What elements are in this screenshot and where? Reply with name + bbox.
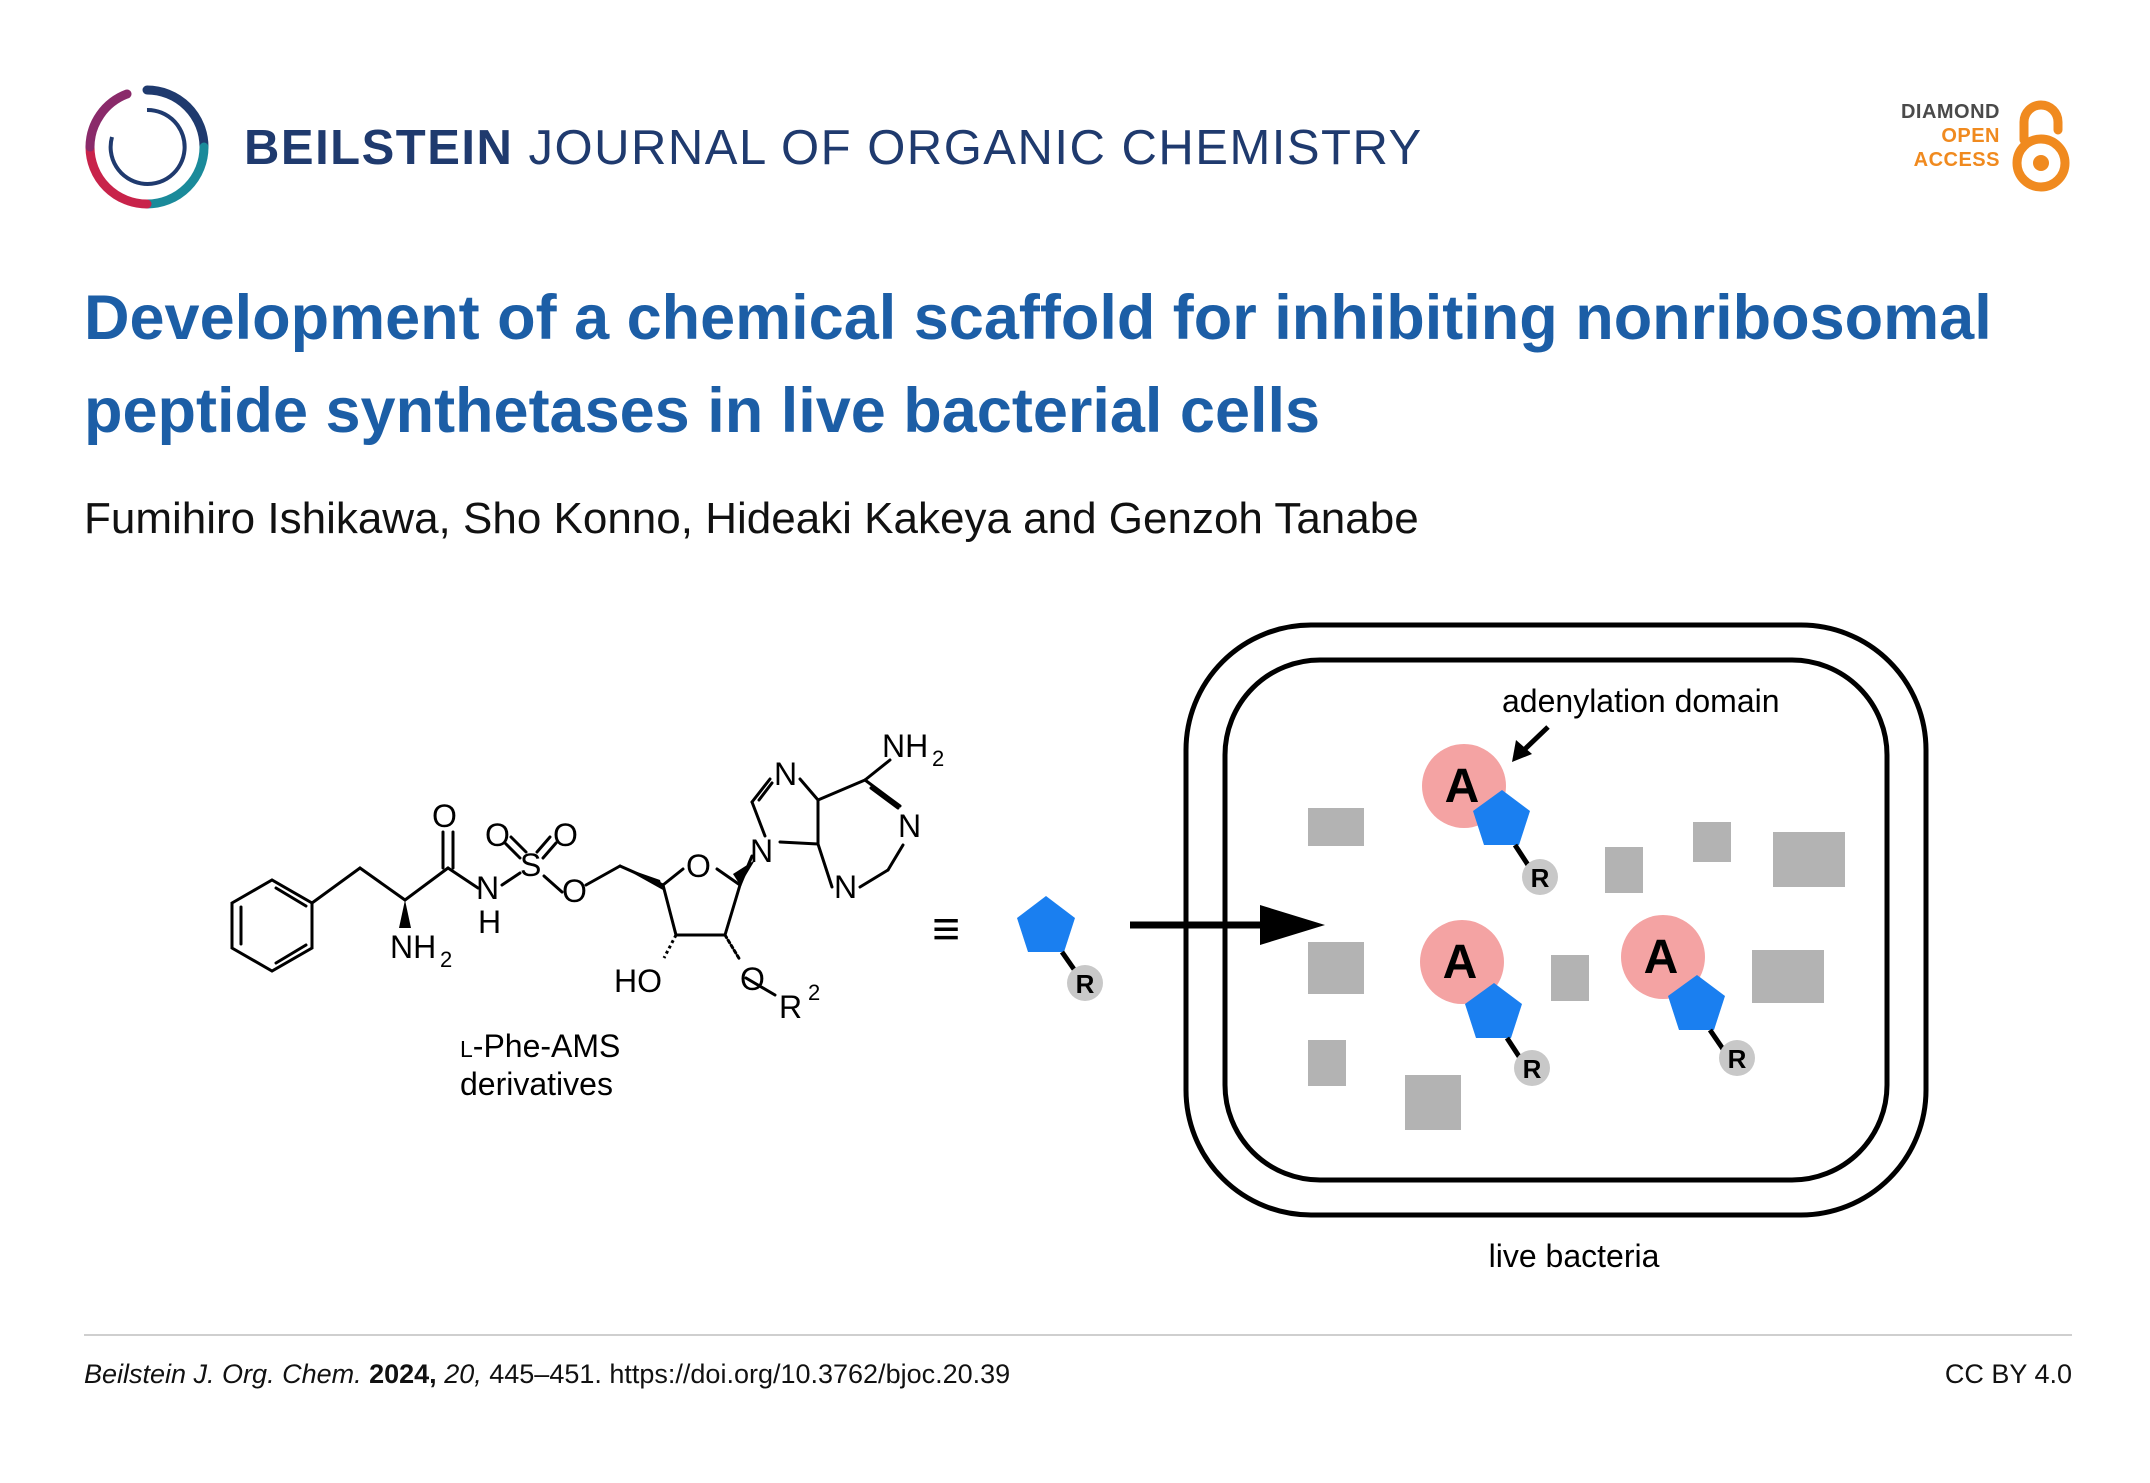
compound-label-small-caps-l: L	[460, 1036, 473, 1062]
compound-label-line1: L-Phe-AMS	[460, 1028, 620, 1064]
bacteria-label: live bacteria	[1489, 1238, 1660, 1274]
pentagon-icon	[1473, 790, 1530, 845]
adenylation-domain-label: adenylation domain	[1502, 683, 1780, 719]
equivalence-symbol: ≡	[932, 903, 960, 956]
atom-labels: O N H S O O O O HO O R 2 N N N N NH 2 NH…	[390, 728, 944, 1025]
bacterial-cell: A R A R A R adenylation domain	[1183, 622, 1929, 1218]
atom-o-carbonyl: O	[432, 798, 457, 834]
r-group-icon	[1514, 1050, 1550, 1086]
protein-block	[1308, 1040, 1346, 1086]
atom-o-sulfonyl-1: O	[485, 817, 510, 853]
compound-label-phe-ams: -Phe-AMS	[473, 1028, 621, 1064]
atom-nh2-adenine-sub: 2	[932, 746, 944, 771]
ch2-wedge	[620, 866, 663, 890]
r-group-label: R	[1531, 863, 1550, 893]
journal-header: BEILSTEIN JOURNAL OF ORGANIC CHEMISTRY D…	[82, 82, 2072, 212]
oa-line-open: OPEN	[1941, 125, 2000, 147]
atom-o-2prime: O	[740, 961, 765, 997]
r-group-label: R	[1728, 1044, 1747, 1074]
atom-nh2-alpha-sub: 2	[440, 947, 452, 972]
protein-block	[1308, 808, 1364, 846]
protein-block	[1551, 955, 1589, 1001]
pointer-arrow-icon	[1522, 725, 1550, 752]
graphical-abstract: O N H S O O O O HO O R 2 N N N N NH 2 NH…	[230, 622, 1929, 1274]
uptake-arrow-icon	[1130, 905, 1325, 945]
citation-journal: Beilstein J. Org. Chem.	[84, 1359, 362, 1389]
beilstein-logo-icon	[85, 85, 209, 209]
adenylation-domain-3: A R	[1621, 915, 1755, 1076]
r-group-label: R	[1076, 969, 1095, 999]
n9-wedge	[733, 860, 755, 885]
pointer-arrow-head-icon	[1512, 740, 1532, 762]
scaffold-icon: R	[1017, 896, 1103, 1001]
protein-block	[1752, 950, 1824, 1003]
protein-block	[1308, 942, 1364, 994]
pentagon-icon	[1465, 983, 1522, 1038]
atom-ho: HO	[614, 963, 662, 999]
protein-block	[1605, 847, 1643, 893]
citation: Beilstein J. Org. Chem. 2024, 20, 445–45…	[84, 1359, 1010, 1390]
atom-n7: N	[774, 756, 797, 792]
r-group-icon	[1719, 1040, 1755, 1076]
citation-pages-doi: 445–451. https://doi.org/10.3762/bjoc.20…	[481, 1359, 1011, 1389]
footer-divider	[84, 1334, 2072, 1336]
oa-text: DIAMOND OPEN ACCESS	[1901, 100, 2000, 172]
adenylation-domain-1: A R	[1422, 744, 1558, 895]
journal-name: BEILSTEIN JOURNAL OF ORGANIC CHEMISTRY	[244, 120, 1423, 176]
journal-name-rest: JOURNAL OF ORGANIC CHEMISTRY	[513, 121, 1423, 175]
protein-block	[1693, 822, 1731, 862]
diamond-open-access-badge: DIAMOND OPEN ACCESS	[1882, 100, 2072, 192]
atom-o-ester: O	[562, 873, 587, 909]
atom-o-ring: O	[686, 848, 711, 884]
r-group-icon	[1067, 965, 1103, 1001]
pentagon-icon	[1668, 975, 1725, 1030]
compound-label-line2: derivatives	[460, 1066, 613, 1102]
journal-name-bold: BEILSTEIN	[244, 121, 514, 175]
pentagon-icon	[1017, 896, 1075, 952]
protein-blocks	[1308, 808, 1845, 1130]
citation-year: 2024,	[369, 1359, 437, 1389]
oa-line-access: ACCESS	[1913, 149, 2000, 171]
atom-n1: N	[898, 808, 921, 844]
oa-line-diamond: DIAMOND	[1900, 101, 2000, 123]
atom-o-sulfonyl-2: O	[553, 817, 578, 853]
r-group-icon	[1522, 859, 1558, 895]
r-group-label: R	[1523, 1054, 1542, 1084]
atom-r: R	[779, 989, 802, 1025]
article-title: Development of a chemical scaffold for i…	[84, 283, 1992, 446]
article-authors: Fumihiro Ishikawa, Sho Konno, Hideaki Ka…	[84, 494, 1419, 543]
domain-label: A	[1443, 936, 1478, 989]
domain-label: A	[1644, 931, 1679, 984]
nh2-wedge	[399, 900, 411, 928]
atom-n-amide: N	[476, 870, 499, 906]
atom-h-amide: H	[478, 904, 501, 940]
domain-label: A	[1445, 760, 1480, 813]
citation-volume: 20,	[444, 1359, 482, 1389]
atom-nh2-adenine: NH	[882, 728, 928, 764]
license-label: CC BY 4.0	[1944, 1359, 2072, 1389]
protein-block	[1773, 832, 1845, 887]
domain-circle	[1420, 920, 1504, 1004]
atom-r-superscript: 2	[808, 980, 820, 1005]
atom-n9: N	[750, 833, 773, 869]
atom-s: S	[520, 847, 541, 883]
atom-n3: N	[834, 869, 857, 905]
adenylation-domain-2: A R	[1420, 920, 1550, 1086]
oh-hash	[662, 934, 678, 959]
atom-nh2-alpha: NH	[390, 929, 436, 965]
open-access-lock-icon	[2012, 100, 2070, 192]
domain-circle	[1621, 915, 1705, 999]
protein-block	[1405, 1075, 1461, 1130]
